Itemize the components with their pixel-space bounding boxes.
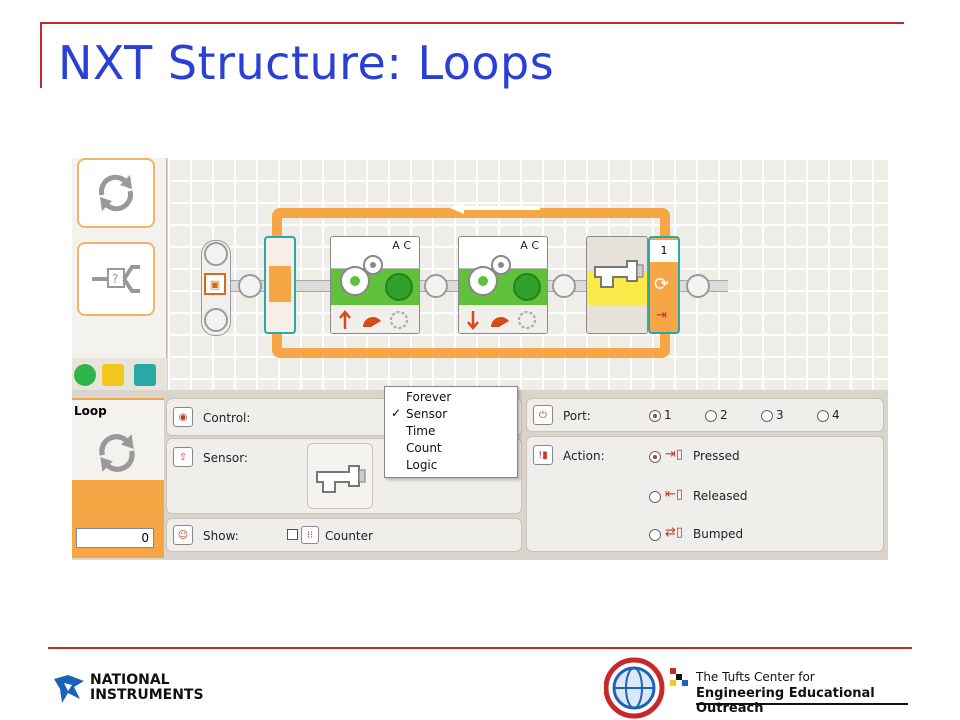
custom-palette-icon[interactable] <box>134 364 156 386</box>
program-canvas[interactable]: ▣ A C <box>168 158 888 390</box>
touch-sensor-icon <box>316 465 366 493</box>
direction-up-icon <box>339 310 408 329</box>
tufts-line2: Engineering Educational Outreach <box>696 686 875 716</box>
loop-direction-arrow <box>450 202 540 214</box>
block-palette: ? <box>72 158 167 390</box>
control-option-logic[interactable]: Logic <box>406 458 438 472</box>
action-radio-released[interactable] <box>649 491 661 503</box>
port-icon: ⏻ <box>533 405 553 425</box>
control-label: Control: <box>203 411 251 425</box>
touch-sensor-icon <box>594 260 644 288</box>
motor-ports: A C <box>392 239 411 252</box>
gear-icon <box>468 255 511 296</box>
palette-switch-button[interactable]: ? <box>77 242 155 316</box>
control-option-sensor[interactable]: Sensor <box>406 407 448 421</box>
ni-eagle-icon <box>54 675 84 703</box>
loop-icon <box>99 174 133 212</box>
counter-icon: ⁝⁝ <box>301 526 319 544</box>
national-instruments-logo: NATIONAL INSTRUMENTS <box>52 668 204 708</box>
eye-icon: ◉ <box>173 407 193 427</box>
action-label-bumped: Bumped <box>693 527 744 541</box>
control-option-time[interactable]: Time <box>406 424 436 438</box>
show-label: Show: <box>203 529 239 543</box>
tufts-underline <box>696 703 908 705</box>
released-icon: ⇤▯ <box>665 487 684 502</box>
common-palette-icon[interactable] <box>74 364 96 386</box>
action-radio-bumped[interactable] <box>649 529 661 541</box>
action-label-pressed: Pressed <box>693 449 740 463</box>
svg-text:?: ? <box>112 272 118 286</box>
touch-sensor-block[interactable] <box>586 236 648 334</box>
bumped-icon: ⇄▯ <box>665 525 684 540</box>
palette-tabs <box>72 358 167 390</box>
sensor-icon: ⇧ <box>173 447 193 467</box>
motor-ports: A C <box>520 239 539 252</box>
port-row: ⏻ Port: 1 2 3 4 <box>526 398 884 432</box>
control-option-forever[interactable]: Forever <box>406 390 452 404</box>
action-icon: !▮ <box>533 445 553 465</box>
sensor-label: Sensor: <box>203 451 248 465</box>
complete-palette-icon[interactable] <box>102 364 124 386</box>
action-row: !▮ Action: ⇥▯ Pressed ⇤▯ Released ⇄▯ Bum… <box>526 436 884 552</box>
start-port-top <box>204 242 228 266</box>
block-name: Loop <box>72 400 164 426</box>
direction-down-icon <box>467 311 536 330</box>
tufts-ceeo-logo: The Tufts Center for Engineering Educati… <box>604 652 914 720</box>
port-label-1: 1 <box>664 408 672 422</box>
counter-label: Counter <box>325 529 373 543</box>
loop-count: 1 <box>650 240 678 262</box>
top-rule <box>40 22 904 24</box>
ni-line1: NATIONAL <box>90 672 170 688</box>
beam-end <box>686 274 710 298</box>
port-radio-1[interactable] <box>649 410 661 422</box>
loop-end-block[interactable]: 1 ⟳ ⇥ <box>648 236 680 334</box>
port-radio-4[interactable] <box>817 410 829 422</box>
pressed-icon: ⇥▯ <box>665 447 684 462</box>
switch-icon: ? <box>92 265 140 293</box>
port-label-3: 3 <box>776 408 784 422</box>
start-port-bottom <box>204 308 228 332</box>
palette-loop-button[interactable] <box>77 158 155 228</box>
start-icon: ▣ <box>204 273 226 295</box>
beam-joint <box>552 274 576 298</box>
port-radio-2[interactable] <box>705 410 717 422</box>
show-row: ☺ Show: ⁝⁝ Counter <box>166 518 522 552</box>
display-icon: ☺ <box>173 525 193 545</box>
motor-block-1[interactable]: A C <box>330 236 420 334</box>
ni-line2: INSTRUMENTS <box>90 687 204 703</box>
motor-power-indicator <box>513 273 541 301</box>
beam-joint <box>424 274 448 298</box>
loop-icon <box>99 434 135 472</box>
nxt-screenshot: ? ▣ A C <box>72 158 888 560</box>
port-radio-3[interactable] <box>761 410 773 422</box>
action-label: Action: <box>563 449 605 463</box>
counter-checkbox[interactable] <box>287 529 298 540</box>
port-label-2: 2 <box>720 408 728 422</box>
port-label-4: 4 <box>832 408 840 422</box>
loop-start-block[interactable] <box>264 236 296 334</box>
slide-title: NXT Structure: Loops <box>58 36 555 90</box>
control-dropdown[interactable]: Forever ✓ Sensor Time Count Logic <box>384 386 518 478</box>
control-option-count[interactable]: Count <box>406 441 442 455</box>
motor-block-2[interactable]: A C <box>458 236 548 334</box>
beam-joint <box>238 274 262 298</box>
action-radio-pressed[interactable] <box>649 451 661 463</box>
selected-block-info: Loop 0 <box>72 398 164 558</box>
counter-value: 0 <box>76 528 154 548</box>
tufts-line1: The Tufts Center for <box>696 670 815 684</box>
left-rule <box>40 22 42 88</box>
bottom-rule <box>48 647 912 649</box>
touch-sensor-preview <box>307 443 373 509</box>
motor-power-indicator <box>385 273 413 301</box>
action-label-released: Released <box>693 489 748 503</box>
loop-icon: ⟳ <box>654 274 670 295</box>
checkmark-icon: ✓ <box>391 406 402 420</box>
gear-icon <box>340 255 383 296</box>
exit-arrow-icon: ⇥ <box>656 308 667 323</box>
ceeo-globe-icon <box>604 657 688 719</box>
port-label: Port: <box>563 409 591 423</box>
